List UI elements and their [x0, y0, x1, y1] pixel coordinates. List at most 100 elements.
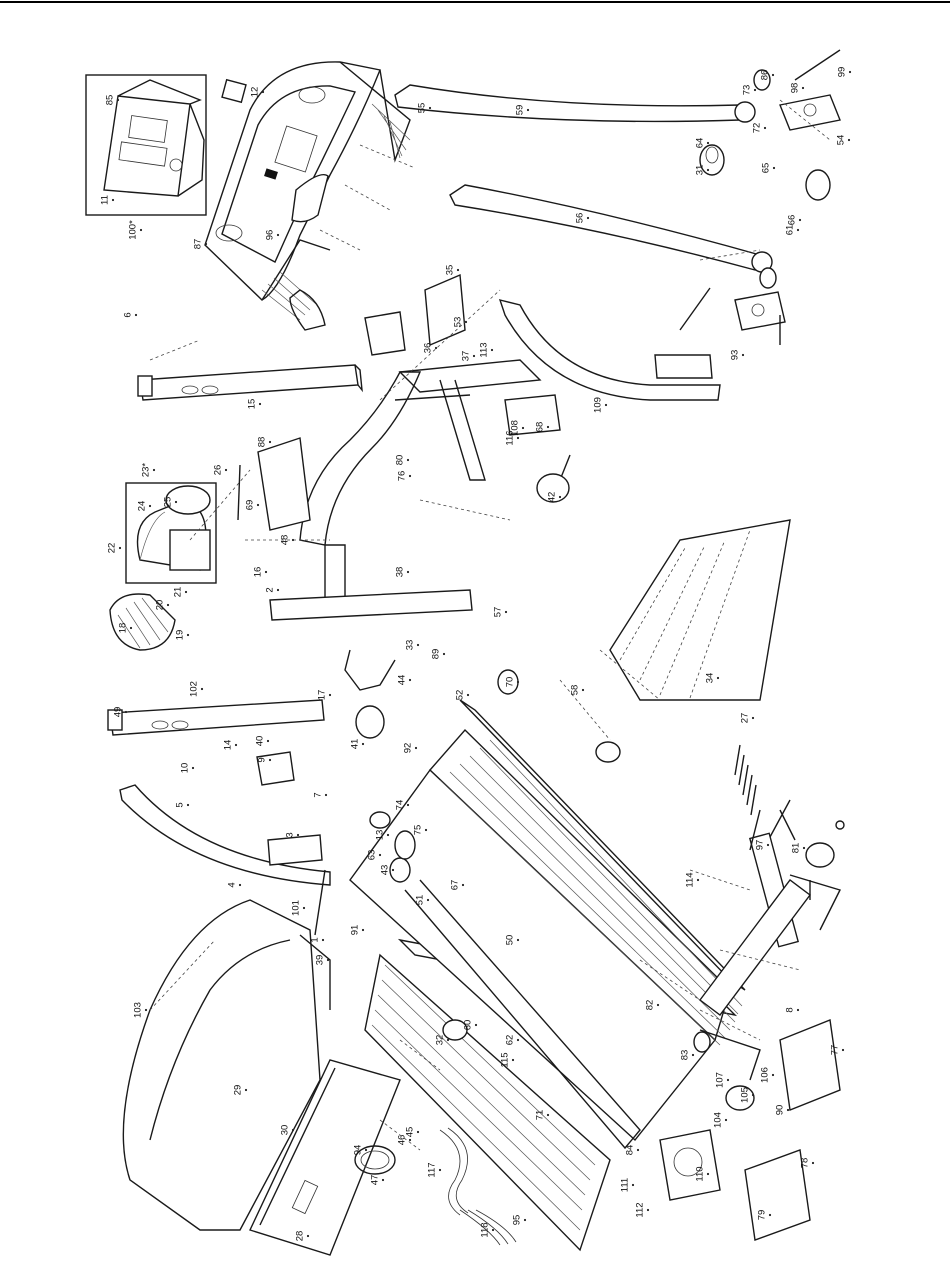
part-callout-56: 56	[575, 213, 586, 224]
callout-leader-dot	[796, 1008, 800, 1012]
part-callout-83: 83	[680, 1050, 691, 1061]
callout-leader-dot	[152, 468, 156, 472]
callout-leader-dot	[646, 1208, 650, 1212]
callout-leader-dot	[516, 680, 520, 684]
callout-leader-dot	[464, 320, 468, 324]
callout-leader-dot	[604, 403, 608, 407]
callout-leader-dot	[408, 1138, 412, 1142]
part-callout-13: 13	[375, 830, 386, 841]
callout-leader-dot	[504, 610, 508, 614]
part-callout-112: 112	[635, 1202, 646, 1217]
callout-leader-dot	[696, 878, 700, 882]
part-callout-5: 5	[175, 802, 186, 807]
part-callout-105: 105	[740, 1087, 751, 1103]
part-callout-41: 41	[350, 739, 361, 750]
part-callout-8: 8	[785, 1007, 796, 1012]
callout-leader-dot	[129, 626, 133, 630]
callout-leader-dot	[116, 98, 120, 102]
incline-motor-and-feet	[659, 1019, 841, 1241]
part-callout-71: 71	[535, 1110, 546, 1121]
callout-leader-dot	[472, 354, 476, 358]
part-callouts: 1234567891011121314151617181920212223*24…	[100, 67, 852, 1241]
part-callout-87: 87	[193, 239, 204, 250]
part-callout-62: 62	[505, 1035, 516, 1046]
part-callout-67: 67	[450, 880, 461, 891]
hardware-fasteners	[237, 315, 845, 1053]
callout-leader-dot	[426, 898, 430, 902]
callout-leader-dot	[264, 570, 268, 574]
callout-leader-dot	[802, 846, 806, 850]
part-callout-17: 17	[317, 690, 328, 701]
callout-leader-dot	[786, 1108, 790, 1112]
part-callout-34: 34	[705, 673, 716, 684]
part-callout-25: 25	[163, 497, 174, 508]
part-callout-82: 82	[645, 1000, 656, 1011]
part-callout-42: 42	[547, 492, 558, 503]
part-callout-40: 40	[255, 736, 266, 747]
part-callout-49: 49	[113, 707, 124, 718]
part-callout-18: 18	[118, 623, 129, 634]
callout-leader-dot	[302, 906, 306, 910]
callout-leader-dot	[166, 603, 170, 607]
callout-leader-dot	[558, 495, 562, 499]
part-callout-33: 33	[405, 640, 416, 651]
part-callout-76: 76	[397, 471, 408, 482]
part-callout-117: 117	[427, 1162, 438, 1177]
assembly-lines	[149, 99, 831, 1151]
callout-leader-dot	[291, 538, 295, 542]
callout-leader-dot	[276, 588, 280, 592]
part-callout-84: 84	[625, 1145, 636, 1156]
part-callout-73: 73	[742, 85, 753, 96]
callout-leader-dot	[546, 425, 550, 429]
callout-leader-dot	[516, 938, 520, 942]
callout-leader-dot	[763, 126, 767, 130]
part-callout-75: 75	[413, 825, 424, 836]
part-callout-66: 66	[787, 215, 798, 226]
part-callout-48: 48	[280, 535, 291, 546]
part-callout-59: 59	[515, 105, 526, 116]
part-callout-21: 21	[173, 587, 184, 598]
part-callout-52: 52	[455, 690, 466, 701]
part-callout-107: 107	[715, 1072, 726, 1088]
part-callout-9: 9	[257, 757, 268, 762]
brackets	[256, 311, 406, 786]
callout-leader-dot	[766, 843, 770, 847]
part-callout-90: 90	[775, 1105, 786, 1116]
part-callout-114: 114	[685, 872, 696, 887]
part-callout-58: 58	[570, 685, 581, 696]
part-callout-108: 108	[510, 420, 521, 436]
callout-leader-dot	[406, 458, 410, 462]
callout-leader-dot	[771, 1073, 775, 1077]
part-callout-12: 12	[250, 87, 261, 98]
callout-leader-dot	[416, 1130, 420, 1134]
wire-harnesses	[439, 1127, 517, 1246]
callout-leader-dot	[526, 108, 530, 112]
callout-leader-dot	[111, 198, 115, 202]
callout-leader-dot	[428, 106, 432, 110]
part-callout-86: 86	[760, 70, 771, 81]
drive-belt	[109, 593, 176, 651]
part-callout-98: 98	[790, 83, 801, 94]
part-callout-14: 14	[223, 740, 234, 751]
part-callout-31: 31	[695, 165, 706, 176]
callout-leader-dot	[656, 1003, 660, 1007]
part-callout-110: 110	[695, 1166, 706, 1181]
part-callout-35: 35	[445, 265, 456, 276]
callout-leader-dot	[442, 652, 446, 656]
callout-leader-dot	[306, 1234, 310, 1238]
part-callout-77: 77	[830, 1045, 841, 1056]
part-callout-53: 53	[453, 317, 464, 328]
callout-leader-dot	[716, 676, 720, 680]
callout-leader-dot	[386, 833, 390, 837]
part-callout-81: 81	[791, 843, 802, 854]
part-callout-60: 60	[463, 1020, 474, 1031]
part-callout-97: 97	[755, 840, 766, 851]
callout-leader-dot	[406, 570, 410, 574]
part-callout-74: 74	[395, 800, 406, 811]
callout-leader-dot	[326, 958, 330, 962]
deck-and-rails	[349, 699, 746, 1252]
part-callout-64: 64	[695, 138, 706, 149]
callout-leader-dot	[321, 938, 325, 942]
callout-leader-dot	[796, 228, 800, 232]
